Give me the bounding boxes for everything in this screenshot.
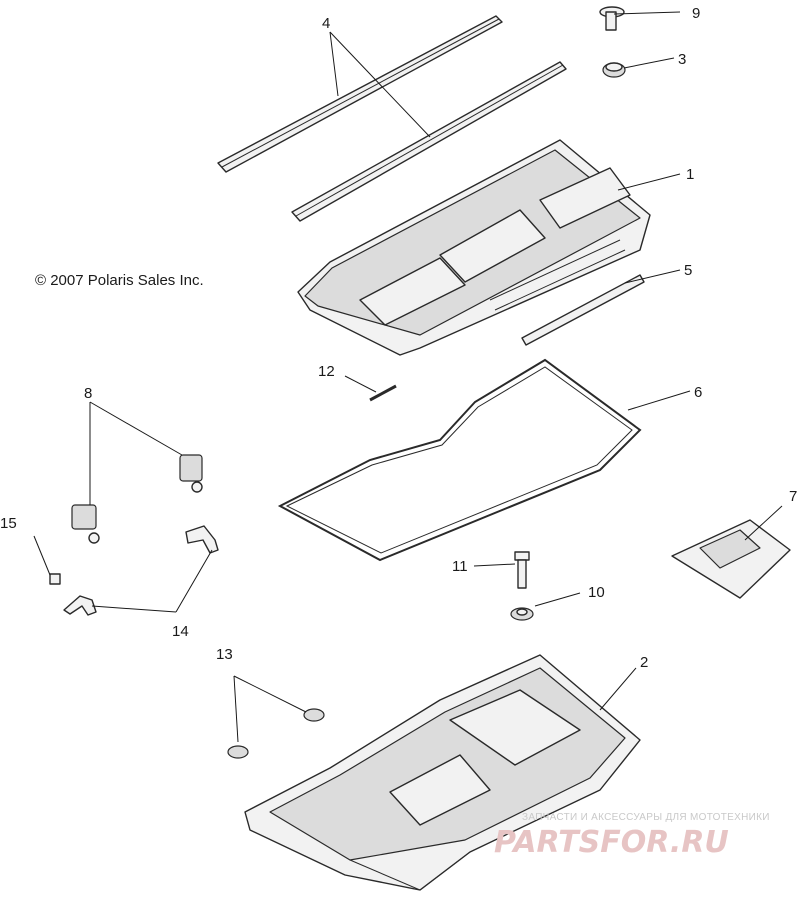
callout-7: 7 (789, 488, 797, 505)
watermark-brand: PARTSFOR.RU (494, 825, 729, 860)
callout-11: 11 (452, 558, 468, 575)
callout-6: 6 (694, 384, 702, 401)
bracket-lower-14 (63, 595, 97, 616)
latch-upper-8 (179, 454, 203, 493)
plug-upper-13 (303, 708, 325, 722)
latch-lower-8 (71, 504, 100, 544)
leader-lines (33, 11, 783, 743)
callout-3: 3 (678, 51, 686, 68)
callout-10: 10 (588, 584, 605, 601)
grommet-3 (602, 62, 626, 78)
seal-strip-upper (217, 15, 503, 173)
copyright-notice: © 2007 Polaris Sales Inc. (35, 272, 204, 289)
callout-1: 1 (686, 166, 694, 183)
screw-9 (599, 6, 625, 31)
callout-12: 12 (318, 363, 335, 380)
storage-tub-2 (244, 654, 641, 891)
callout-8: 8 (84, 385, 92, 402)
callout-13: 13 (216, 646, 233, 663)
washer-10 (510, 607, 534, 621)
callout-4: 4 (322, 15, 330, 32)
bolt-11 (514, 551, 530, 589)
watermark-tagline: ЗАПЧАСТИ И АКСЕССУАРЫ ДЛЯ МОТОТЕХНИКИ (522, 812, 770, 823)
seal-strip-lower (291, 61, 567, 222)
gasket-6 (277, 358, 642, 562)
bracket-upper-14 (185, 525, 219, 554)
plug-lower-13 (227, 745, 249, 759)
pin-12 (369, 384, 397, 402)
cover-panel-1 (297, 139, 651, 356)
callout-9: 9 (692, 5, 700, 22)
fastener-15 (49, 573, 61, 585)
strip-5 (521, 274, 645, 346)
callout-15: 15 (0, 515, 17, 532)
callout-14: 14 (172, 623, 189, 640)
callout-5: 5 (684, 262, 692, 279)
callout-2: 2 (640, 654, 648, 671)
plate-7 (671, 519, 791, 599)
